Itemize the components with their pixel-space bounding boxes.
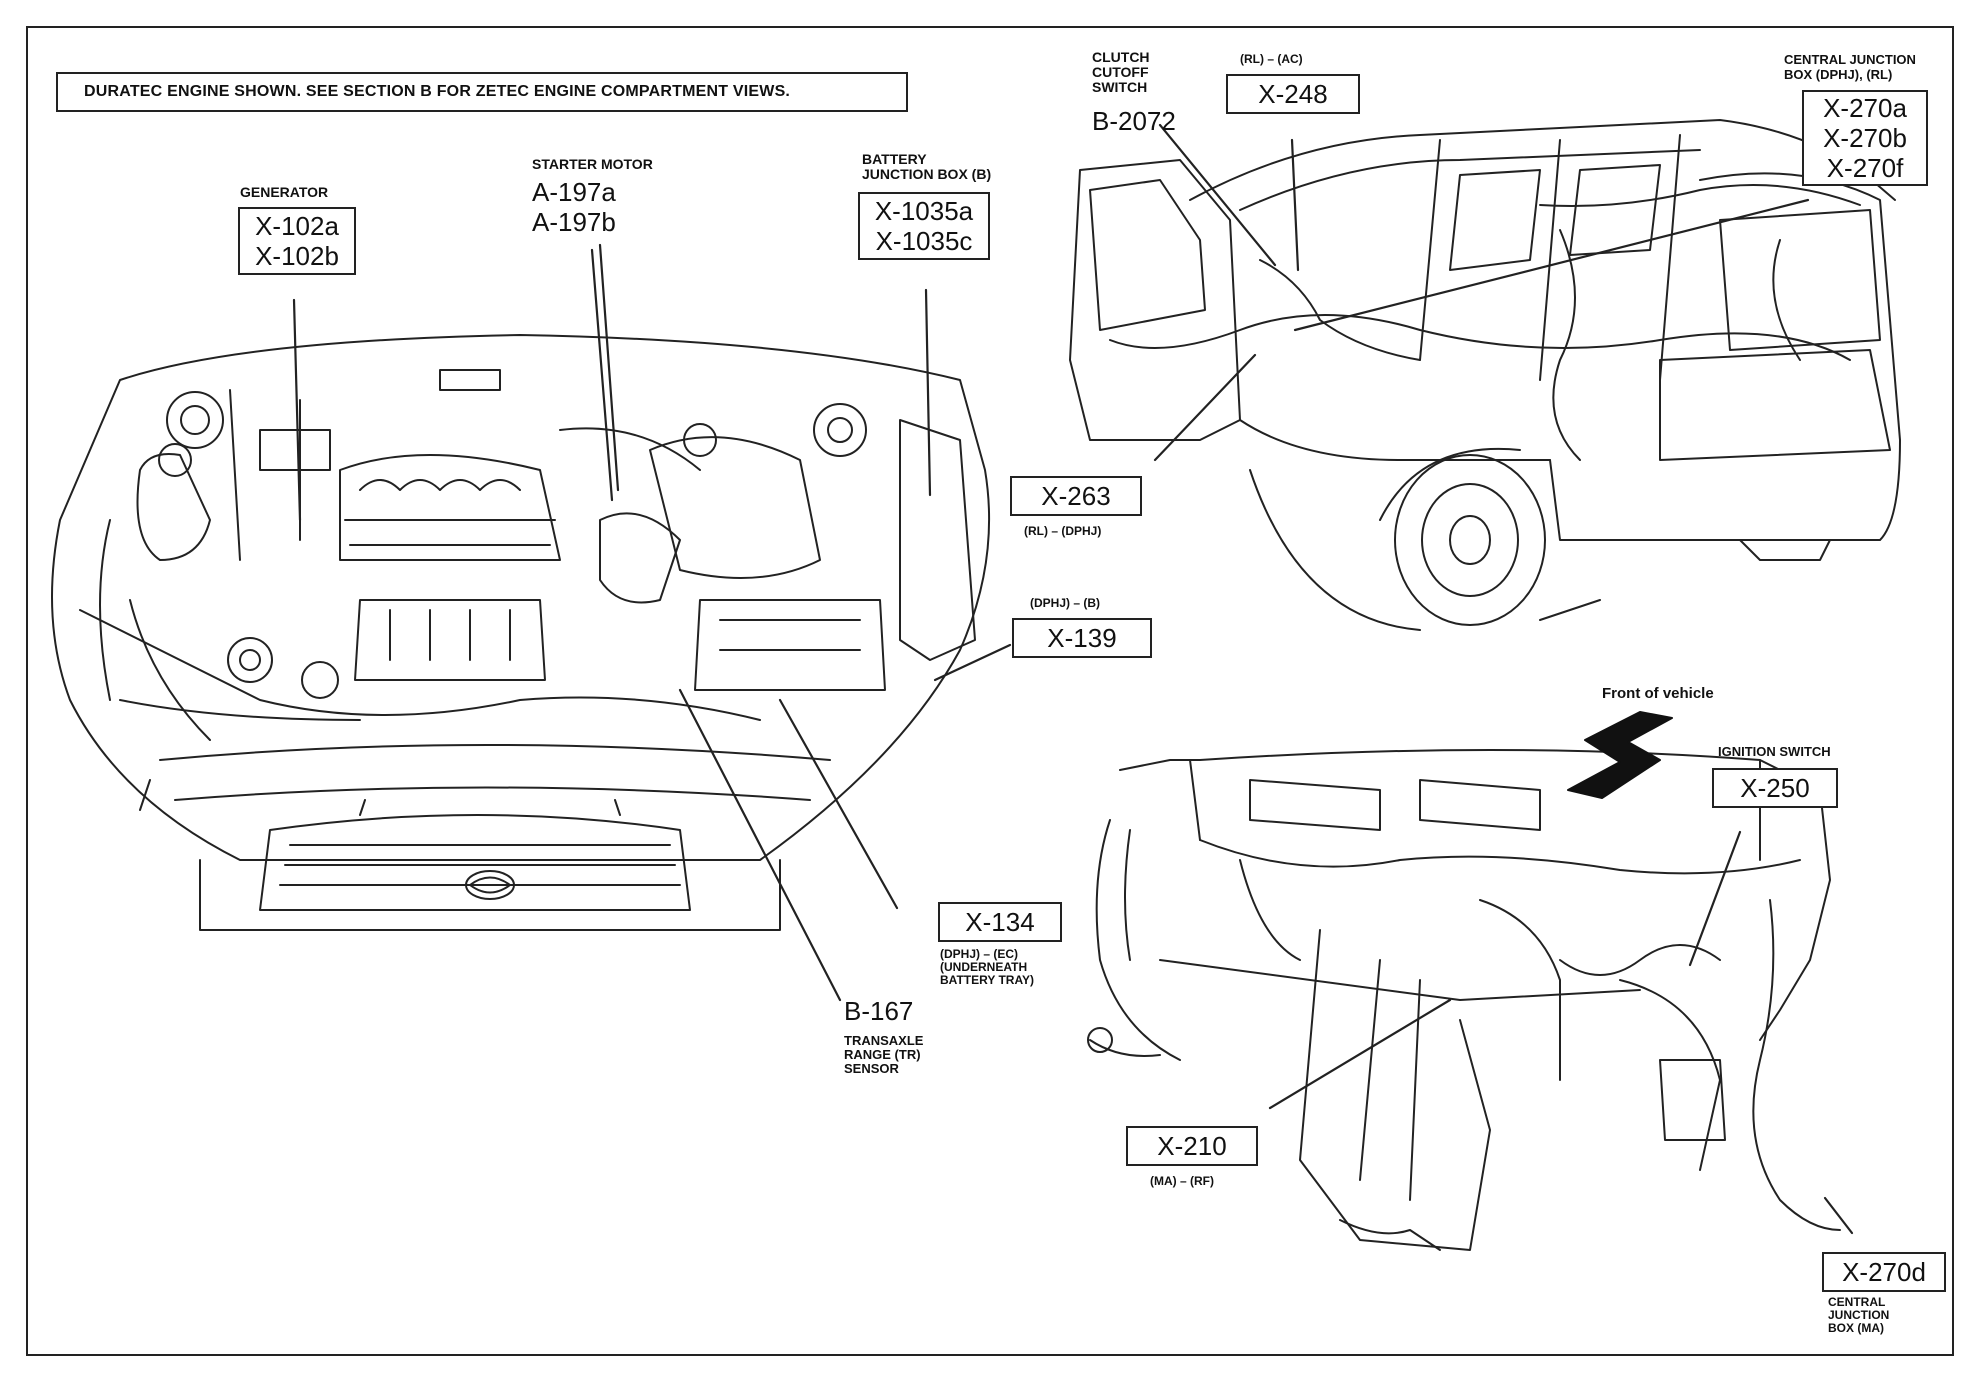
x139-sub-label: (DPHJ) – (B) (1030, 596, 1101, 610)
clutch-cutoff-switch-label: CLUTCH CUTOFF SWITCH (1092, 49, 1150, 95)
x210-callout-box[interactable]: X-210 (1126, 1126, 1258, 1166)
engine-compartment-drawing (51, 334, 991, 931)
ignition-switch-label: IGNITION SWITCH (1718, 744, 1831, 759)
ignition-switch-callout-box[interactable]: X-250 (1712, 768, 1838, 808)
central-junction-box-code-b: X-270b (1823, 123, 1907, 153)
engine-note-banner: DURATEC ENGINE SHOWN. SEE SECTION B FOR … (56, 72, 908, 112)
x270d-callout-box[interactable]: X-270d (1822, 1252, 1946, 1292)
central-junction-box-code-a: X-270a (1823, 93, 1907, 123)
x263-sub-label: (RL) – (DPHJ) (1024, 524, 1102, 538)
battery-junction-box-label: BATTERY JUNCTION BOX (B) (862, 151, 992, 182)
generator-label: GENERATOR (240, 184, 329, 200)
battery-junction-box-code-c: X-1035c (875, 226, 973, 256)
front-of-vehicle-label: Front of vehicle (1602, 685, 1714, 702)
x134-sub-label: (DPHJ) – (EC) (UNDERNEATH BATTERY TRAY) (940, 947, 1035, 987)
front-arrow-icon (1567, 711, 1673, 799)
battery-junction-box-callout-box[interactable]: X-1035a X-1035c (858, 192, 990, 260)
x134-callout-box[interactable]: X-134 (938, 902, 1062, 942)
central-junction-box-code-f: X-270f (1826, 153, 1904, 183)
page-frame (26, 26, 1954, 1356)
starter-motor-code-a: A-197a (532, 177, 616, 207)
x139-callout-box[interactable]: X-139 (1012, 618, 1152, 658)
x210-sub-label: (MA) – (RF) (1150, 1174, 1214, 1188)
clutch-cutoff-switch-code[interactable]: B-2072 (1092, 106, 1176, 136)
instrument-panel-drawing (1087, 749, 1841, 1251)
central-junction-box-label: CENTRAL JUNCTION BOX (DPHJ), (RL) (1784, 52, 1916, 82)
generator-code-b: X-102b (255, 241, 339, 271)
generator-code-a: X-102a (255, 211, 339, 241)
generator-callout-box[interactable]: X-102a X-102b (238, 207, 356, 275)
x270d-label: CENTRAL JUNCTION BOX (MA) (1828, 1295, 1890, 1335)
vehicle-body-drawing (1069, 119, 1901, 631)
starter-motor-codes[interactable]: A-197a A-197b (532, 177, 616, 237)
starter-motor-code-b: A-197b (532, 207, 616, 237)
x248-callout-box[interactable]: X-248 (1226, 74, 1360, 114)
central-junction-box-callout-box[interactable]: X-270a X-270b X-270f (1802, 90, 1928, 186)
b167-code[interactable]: B-167 (844, 996, 914, 1026)
b167-label: TRANSAXLE RANGE (TR) SENSOR (844, 1033, 924, 1076)
x248-sub-label: (RL) – (AC) (1240, 52, 1303, 66)
battery-junction-box-code-a: X-1035a (874, 196, 974, 226)
x263-callout-box[interactable]: X-263 (1010, 476, 1142, 516)
leader-lines (292, 123, 1854, 1235)
starter-motor-label: STARTER MOTOR (532, 156, 653, 172)
